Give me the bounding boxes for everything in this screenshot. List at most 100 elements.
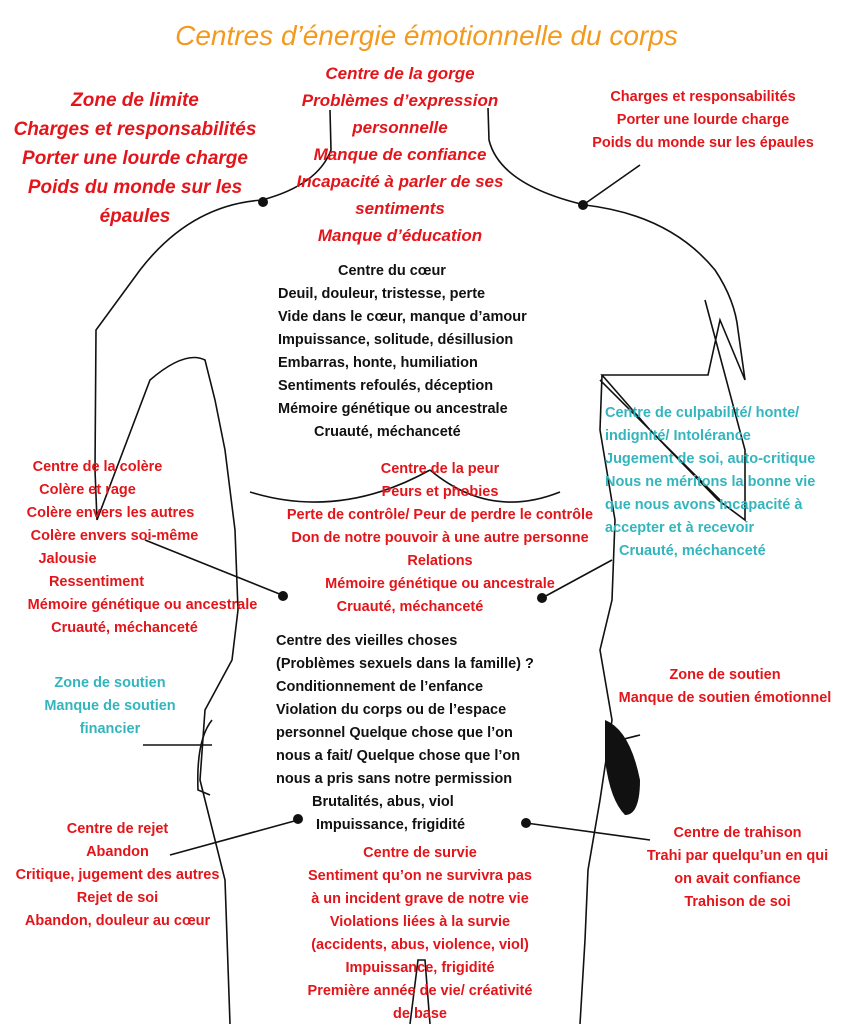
left-shoulder-zone: Zone de limite Charges et responsabilité… bbox=[0, 86, 270, 231]
fear-line: Cruauté, méchanceté bbox=[336, 599, 484, 615]
anger-line: Mémoire génétique ou ancestrale bbox=[27, 597, 258, 613]
betrayal-pointer bbox=[525, 822, 651, 841]
throat-line: Problèmes d’expression bbox=[301, 91, 499, 110]
support-left-zone: Zone de soutien Manque de soutien financ… bbox=[20, 672, 200, 741]
throat-center: Centre de la gorge Problèmes d’expressio… bbox=[270, 60, 530, 249]
old-things-center: Centre des vieilles choses (Problèmes se… bbox=[276, 630, 596, 837]
left-shoulder-line: Porter une lourde charge bbox=[22, 148, 248, 169]
survival-line: Centre de survie bbox=[363, 845, 477, 861]
anger-line: Colère et rage bbox=[39, 482, 136, 498]
old-things-line: (Problèmes sexuels dans la famille) ? bbox=[276, 656, 534, 672]
heart-line: Sentiments refoulés, déception bbox=[278, 378, 494, 394]
anger-center: Centre de la colère Colère et rage Colèr… bbox=[5, 456, 280, 640]
heart-line: Impuissance, solitude, désillusion bbox=[278, 332, 514, 348]
betrayal-line: Trahison de soi bbox=[684, 894, 791, 910]
fear-line: Centre de la peur bbox=[380, 461, 500, 477]
neck-right-line bbox=[487, 107, 586, 206]
old-things-line: Centre des vieilles choses bbox=[276, 633, 458, 649]
left-shoulder-line: Zone de limite bbox=[71, 90, 199, 111]
guilt-line: que nous avons Incapacité à bbox=[605, 497, 803, 513]
guilt-line: Cruauté, méchanceté bbox=[619, 543, 766, 559]
survival-line: à un incident grave de notre vie bbox=[311, 891, 529, 907]
heart-center: Centre du cœur Deuil, douleur, tristesse… bbox=[278, 260, 578, 444]
left-shoulder-line: Poids du monde sur les bbox=[27, 177, 243, 198]
throat-line: Incapacité à parler de ses bbox=[296, 172, 504, 191]
anger-line: Ressentiment bbox=[48, 574, 145, 590]
old-things-line: Impuissance, frigidité bbox=[316, 817, 466, 833]
old-things-line: nous a pris sans notre permission bbox=[276, 771, 513, 787]
fear-line: Perte de contrôle/ Peur de perdre le con… bbox=[286, 507, 594, 523]
throat-line: personnelle bbox=[352, 118, 448, 137]
old-things-line: personnel Quelque chose que l’on bbox=[276, 725, 513, 741]
left-outline bbox=[94, 199, 263, 1024]
heart-line: Vide dans le cœur, manque d’amour bbox=[278, 309, 527, 325]
heart-line: Embarras, honte, humiliation bbox=[278, 355, 478, 371]
guilt-pointer bbox=[599, 379, 721, 501]
heart-line: Cruauté, méchanceté bbox=[314, 424, 461, 440]
support-left-line: financier bbox=[79, 721, 141, 737]
survival-center: Centre de survie Sentiment qu’on ne surv… bbox=[270, 842, 570, 1026]
throat-line: Centre de la gorge bbox=[325, 64, 475, 83]
anger-pointer bbox=[144, 539, 283, 596]
survival-line: de base bbox=[393, 1006, 447, 1022]
anger-line: Jalousie bbox=[38, 551, 97, 567]
fear-pointer bbox=[541, 559, 613, 599]
support-right-line: Manque de soutien émotionnel bbox=[618, 690, 832, 706]
guilt-line: Jugement de soi, auto-critique bbox=[605, 451, 816, 467]
throat-line: sentiments bbox=[355, 199, 445, 218]
page-title: Centres d’énergie émotionnelle du corps bbox=[175, 20, 678, 51]
survival-line: Sentiment qu’on ne survivra pas bbox=[308, 868, 532, 884]
throat-line: Manque de confiance bbox=[313, 145, 487, 164]
right-shoulder-zone: Charges et responsabilités Porter une lo… bbox=[568, 86, 838, 155]
betrayal-line: Trahi par quelqu’un en qui bbox=[646, 848, 829, 864]
rejection-line: Rejet de soi bbox=[76, 890, 159, 906]
guilt-line: Centre de culpabilité/ honte/ bbox=[605, 405, 800, 421]
anger-point bbox=[278, 591, 288, 601]
survival-line: Première année de vie/ créativité bbox=[307, 983, 533, 999]
fear-line: Relations bbox=[407, 553, 473, 569]
chest-curve-left bbox=[249, 469, 431, 503]
guilt-line: accepter et à recevoir bbox=[605, 520, 755, 536]
survival-line: Violations liées à la survie bbox=[329, 914, 511, 930]
right-shoulder-line: Charges et responsabilités bbox=[610, 89, 796, 105]
heart-line: Deuil, douleur, tristesse, perte bbox=[278, 286, 486, 302]
rejection-center: Centre de rejet Abandon Critique, jugeme… bbox=[0, 818, 235, 933]
support-right-line: Zone de soutien bbox=[669, 667, 781, 683]
guilt-line: indignité/ Intolérance bbox=[605, 428, 751, 444]
rejection-pointer bbox=[169, 819, 299, 856]
left-shoulder-line: Charges et responsabilités bbox=[13, 119, 257, 140]
betrayal-center: Centre de trahison Trahi par quelqu’un e… bbox=[625, 822, 850, 914]
right-shoulder-line: Poids du monde sur les épaules bbox=[592, 135, 814, 151]
old-things-line: Conditionnement de l’enfance bbox=[276, 679, 484, 695]
left-hip-line bbox=[196, 719, 213, 796]
old-things-line: Violation du corps ou de l’espace bbox=[276, 702, 507, 718]
right-shoulder-line: Porter une lourde charge bbox=[616, 112, 790, 128]
crotch-line bbox=[409, 959, 431, 1024]
survival-line: Impuissance, frigidité bbox=[345, 960, 495, 976]
betrayal-line: Centre de trahison bbox=[673, 825, 802, 841]
fear-line: Mémoire génétique ou ancestrale bbox=[325, 576, 555, 592]
old-things-line: Brutalités, abus, viol bbox=[312, 794, 454, 810]
neck-left-line bbox=[261, 109, 332, 201]
rejection-point bbox=[293, 814, 303, 824]
right-outline bbox=[579, 204, 746, 1024]
betrayal-line: on avait confiance bbox=[674, 871, 801, 887]
anger-line: Cruauté, méchanceté bbox=[51, 620, 198, 636]
support-right-zone: Zone de soutien Manque de soutien émotio… bbox=[600, 664, 850, 710]
right-shoulder-pointer bbox=[582, 164, 641, 206]
throat-line: Manque d’éducation bbox=[317, 226, 483, 245]
guilt-center: Centre de culpabilité/ honte/ indignité/… bbox=[605, 402, 850, 563]
support-left-line: Manque de soutien bbox=[44, 698, 176, 714]
rejection-line: Abandon bbox=[86, 844, 149, 860]
support-left-line: Zone de soutien bbox=[54, 675, 166, 691]
old-things-line: nous a fait/ Quelque chose que l’on bbox=[276, 748, 521, 764]
fear-line: Don de notre pouvoir à une autre personn… bbox=[291, 530, 589, 546]
left-shoulder-point bbox=[258, 197, 268, 207]
survival-line: (accidents, abus, violence, viol) bbox=[311, 937, 529, 953]
rejection-line: Centre de rejet bbox=[66, 821, 169, 837]
fear-center: Centre de la peur Peurs et phobies Perte… bbox=[260, 458, 620, 619]
rejection-line: Critique, jugement des autres bbox=[15, 867, 220, 883]
right-hip-shadow bbox=[605, 720, 640, 815]
anger-line: Colère envers soi-même bbox=[30, 528, 199, 544]
